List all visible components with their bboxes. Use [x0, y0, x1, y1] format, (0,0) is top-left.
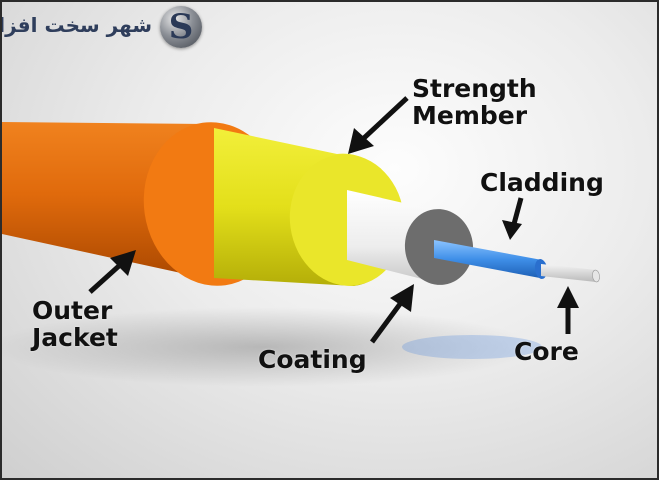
label-cladding: Cladding: [480, 168, 604, 197]
coating-arrow-shaft: [369, 302, 403, 344]
cladding-reflection: [402, 335, 542, 359]
strength-member-arrow-head: [348, 128, 374, 154]
label-outer: Outer: [32, 296, 113, 325]
outer-jacket-arrow-shaft: [88, 263, 122, 294]
cable-shadow: [2, 307, 532, 387]
core-arrow-head: [557, 286, 579, 308]
outer-jacket-arrow-head: [110, 250, 136, 276]
brand-logo: شهر سخت افزار S: [0, 4, 206, 50]
label-strength: Strength: [412, 74, 537, 103]
cladding-body: [434, 240, 548, 279]
strength-member-arrow-shaft: [362, 96, 409, 140]
core-body: [541, 264, 600, 283]
cladding-arrow-head: [502, 220, 522, 240]
coating-arrow-head: [390, 284, 414, 312]
logo-text: شهر سخت افزار: [0, 13, 152, 37]
logo-badge-icon: S: [160, 6, 202, 48]
label-member: Member: [412, 101, 528, 130]
core-end: [592, 269, 600, 283]
cladding-arrow-shaft: [511, 197, 524, 225]
label-coating: Coating: [258, 345, 367, 374]
label-jacket: Jacket: [32, 323, 118, 352]
logo-letter: S: [168, 7, 194, 47]
label-core: Core: [514, 337, 579, 366]
